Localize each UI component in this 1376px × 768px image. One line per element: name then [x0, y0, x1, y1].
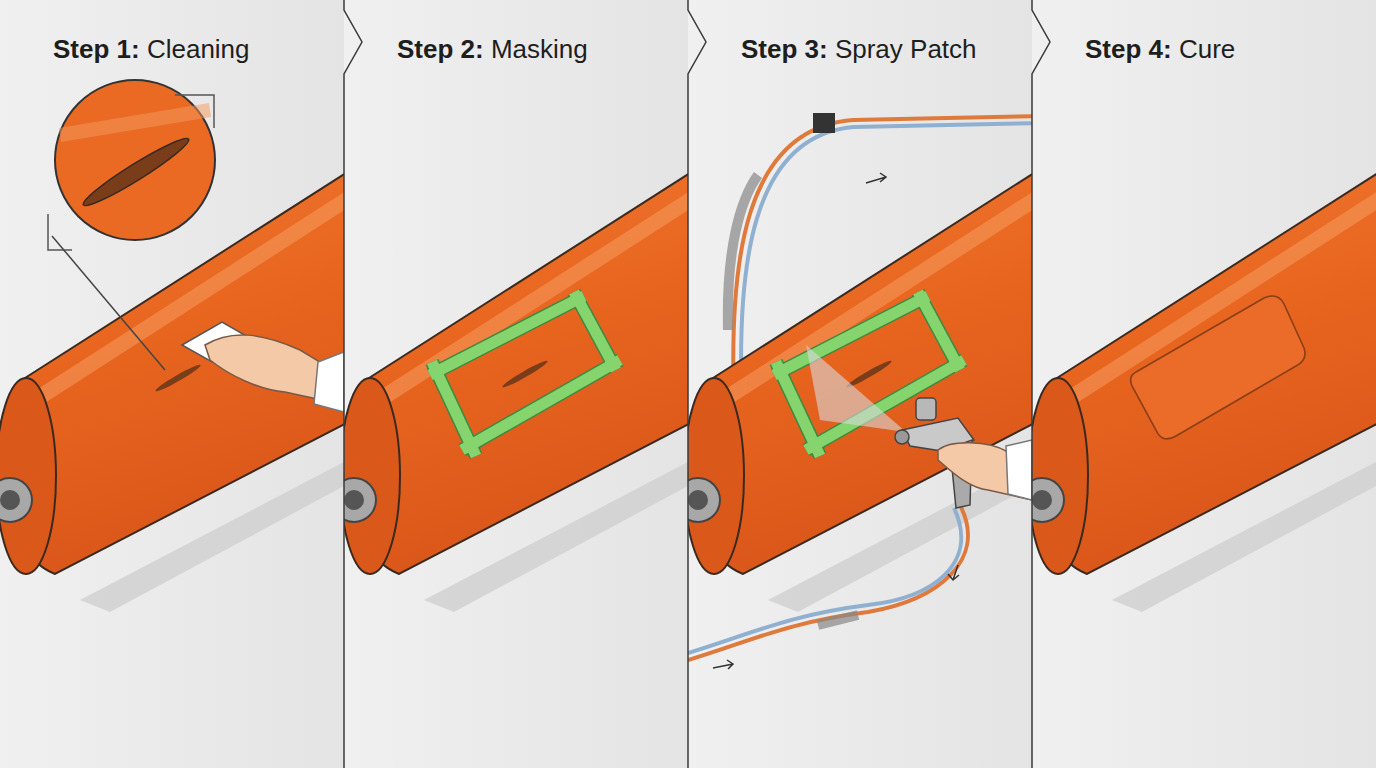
- step-heading: Step 1: Cleaning: [53, 34, 250, 65]
- step-heading: Step 4: Cure: [1085, 34, 1235, 65]
- step-panel: Step 1: Cleaning: [0, 0, 344, 768]
- step-panel: Step 2: Masking: [344, 0, 688, 768]
- step-panel: Step 3: Spray Patch: [688, 0, 1032, 768]
- step-panel: Step 4: Cure: [1032, 0, 1376, 768]
- step-heading: Step 3: Spray Patch: [741, 34, 977, 65]
- step-heading: Step 2: Masking: [397, 34, 588, 65]
